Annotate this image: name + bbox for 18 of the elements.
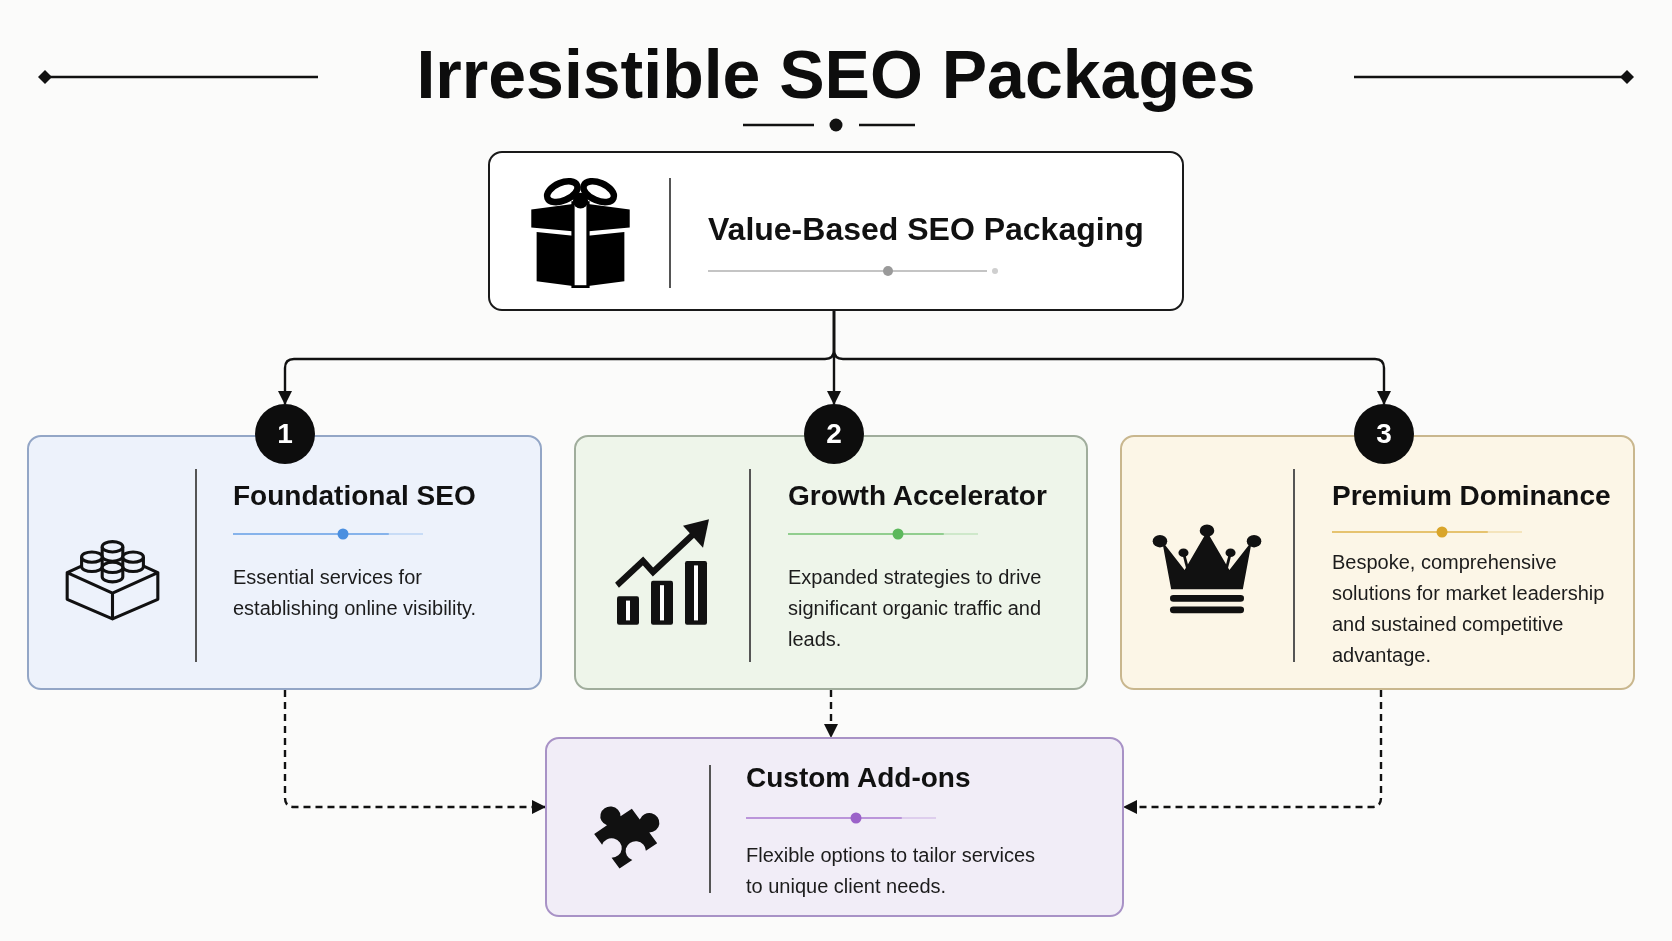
heading-card	[488, 151, 1184, 311]
step-number: 2	[804, 404, 864, 464]
card-description: Expanded strategies to drive significant organic traffic and leads.	[788, 565, 1043, 652]
card-description: Flexible options to tailor services to unique client needs.	[746, 843, 1036, 899]
dashed-arrow	[1123, 690, 1383, 814]
dashed-arrow	[824, 690, 838, 738]
dashed-arrow	[283, 690, 546, 814]
card-title: Foundational SEO	[233, 479, 476, 513]
card-description: Bespoke, comprehensive solutions for market leadership and sustained competitive advantage.	[1332, 550, 1606, 668]
card-description: Essential services for establishing online visibility.	[233, 565, 478, 621]
step-number: 3	[1354, 404, 1414, 464]
card-title: Growth Accelerator	[788, 479, 1047, 513]
card-title: Value-Based SEO Packaging	[708, 210, 1144, 248]
arrow	[832, 311, 1391, 405]
card-title: Custom Add-ons	[746, 761, 971, 795]
package-card	[545, 737, 1124, 917]
step-number: 1	[255, 404, 315, 464]
card-title: Premium Dominance	[1332, 479, 1611, 513]
